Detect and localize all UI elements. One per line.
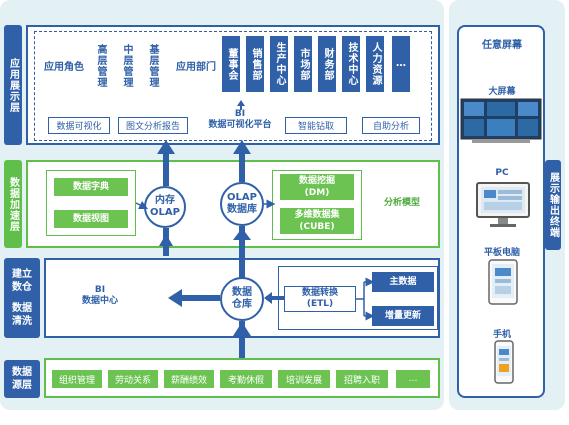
layer-label-app: 应用展示层 <box>4 25 22 145</box>
analysis-model-label: 分析模型 <box>383 197 420 208</box>
device-label-phone: 手机 <box>492 330 511 340</box>
platform-title: BI 数据可视化平台 <box>208 109 272 130</box>
bi-data-center: BI 数据中心 <box>81 285 118 306</box>
app-inner-box <box>34 31 432 141</box>
source-more: … <box>396 370 430 388</box>
accel-left-group <box>46 170 136 236</box>
platform-arrow <box>237 95 245 110</box>
data-view: 数据视图 <box>54 210 128 228</box>
source-training: 培训发展 <box>278 370 330 388</box>
incremental-update: 增量更新 <box>372 306 434 326</box>
arrow-olap-memory-up <box>157 140 175 256</box>
arrow-dict-to-olap <box>135 200 149 210</box>
master-data: 主数据 <box>372 272 434 292</box>
pc-icon <box>476 182 530 228</box>
role-high: 高层管理 <box>95 44 106 88</box>
terminal-title: 任意屏幕 <box>482 39 522 51</box>
layer-label-source: 数据源层 <box>4 360 40 398</box>
role-base: 基层管理 <box>147 44 158 88</box>
source-recruit: 招聘入职 <box>336 370 388 388</box>
dept-tech: 技术中心 <box>342 36 360 92</box>
data-mining: 数据挖掘 (DM) <box>280 174 354 200</box>
source-labor: 劳动关系 <box>108 370 158 388</box>
dept-more: … <box>392 36 410 92</box>
layer-label-accel: 数据加速层 <box>4 160 22 248</box>
warehouse-build-label: 建立数仓 <box>12 269 32 293</box>
device-label-tablet: 平板电脑 <box>483 248 520 258</box>
dept-sales: 销售部 <box>246 36 264 92</box>
terminal-side-label: 展示输出终端 <box>545 160 561 250</box>
source-attendance: 考勤休假 <box>220 370 272 388</box>
data-warehouse-node: 数据 仓库 <box>220 277 264 321</box>
cube: 多维数据集 (CUBE) <box>280 208 354 234</box>
depts-label: 应用部门 <box>176 62 216 73</box>
data-dictionary: 数据字典 <box>54 178 128 196</box>
dept-board: 董事会 <box>222 36 240 92</box>
warehouse-clean-label: 数据清洗 <box>12 303 32 327</box>
phone-icon <box>494 340 514 384</box>
dept-marketing: 市场部 <box>294 36 312 92</box>
dept-hr: 人力资源 <box>366 36 384 92</box>
tool-selfservice: 自助分析 <box>362 117 420 134</box>
dept-finance: 财务部 <box>318 36 336 92</box>
tablet-icon <box>488 259 518 305</box>
flow-arrows <box>135 140 375 358</box>
source-org: 组织管理 <box>52 370 102 388</box>
bigscreen-icon <box>460 98 542 144</box>
source-salary: 薪酬绩效 <box>164 370 214 388</box>
layer-label-warehouse: 建立数仓 数据清洗 <box>4 258 40 338</box>
arrow-warehouse-left <box>168 289 220 307</box>
etl-node: 数据转换 (ETL) <box>284 286 356 312</box>
olap-database-node: OLAP 数据库 <box>220 182 264 226</box>
roles-label: 应用角色 <box>44 62 84 73</box>
device-label-bigscreen: 大屏幕 <box>488 87 516 97</box>
dept-production: 生产中心 <box>270 36 288 92</box>
olap-memory-node: 内存 OLAP <box>144 186 186 228</box>
role-mid: 中层管理 <box>121 44 132 88</box>
arrow-etl-outputs <box>356 277 375 321</box>
tool-visualization: 数据可视化 <box>48 117 110 134</box>
arrow-center-up <box>233 140 251 358</box>
device-label-pc: PC <box>495 168 509 178</box>
tool-report: 图文分析报告 <box>118 117 188 134</box>
tool-drill: 智能钻取 <box>285 117 347 134</box>
arrow-etl-left <box>264 292 284 304</box>
